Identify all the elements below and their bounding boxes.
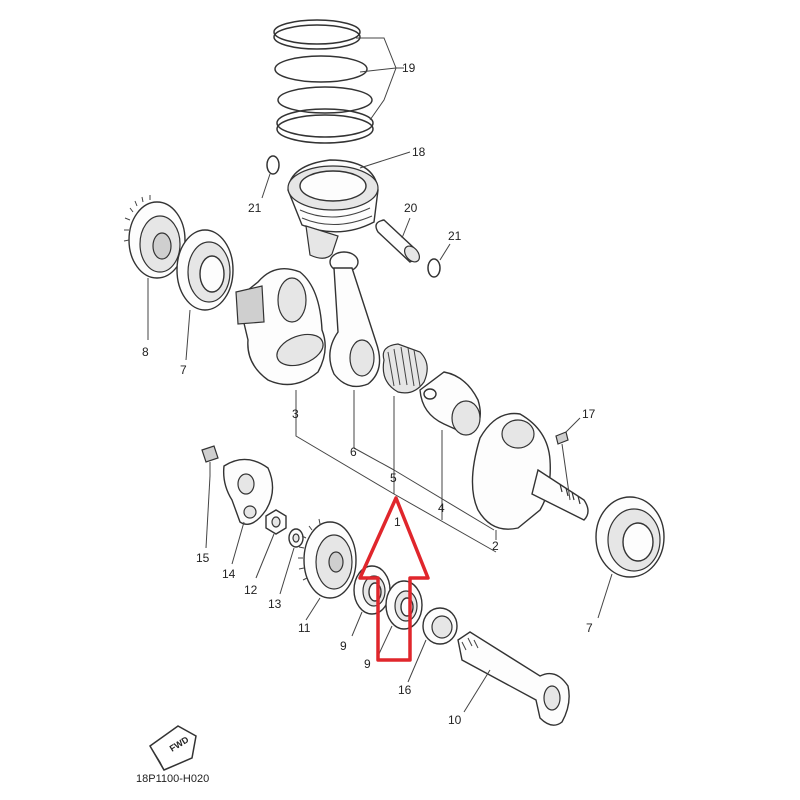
label-17: 17	[582, 407, 596, 421]
label-1: 1	[394, 515, 401, 529]
label-9a: 9	[340, 639, 347, 653]
crank-bearing-left[interactable]	[176, 229, 234, 311]
label-9b: 9	[364, 657, 371, 671]
crank-pin[interactable]	[419, 371, 481, 436]
needle-bearing[interactable]	[382, 343, 428, 394]
label-5: 5	[390, 471, 397, 485]
crank-bearing-right[interactable]	[595, 496, 665, 578]
timing-gear[interactable]	[123, 195, 186, 279]
nut[interactable]	[265, 509, 287, 535]
diagram-code: 18P1100-H020	[136, 773, 209, 785]
label-15: 15	[196, 551, 210, 565]
crank-web-right[interactable]	[471, 412, 589, 530]
balancer-bearing-right[interactable]	[385, 580, 423, 630]
piston[interactable]	[287, 159, 379, 259]
balancer-shaft[interactable]	[457, 631, 570, 726]
highlight-arrow	[358, 496, 430, 662]
forward-direction-badge: FWD	[149, 725, 197, 771]
label-4: 4	[438, 501, 445, 515]
label-14: 14	[222, 567, 236, 581]
label-21b: 21	[448, 229, 462, 243]
balancer-bearing-left[interactable]	[353, 565, 391, 615]
label-11: 11	[298, 621, 311, 635]
label-16: 16	[398, 683, 412, 697]
label-8: 8	[142, 345, 149, 359]
label-7a: 7	[180, 363, 187, 377]
bolt[interactable]	[201, 445, 219, 476]
balancer-plate[interactable]	[222, 458, 274, 525]
part-labels: 19 18 21 20 21 8 7 3 6 5 4 1 2 17 7 15 1…	[142, 61, 596, 727]
piston-pin-clip-left[interactable]	[266, 155, 280, 175]
label-21a: 21	[248, 201, 262, 215]
piston-rings[interactable]	[273, 19, 374, 144]
label-7b: 7	[586, 621, 593, 635]
lock-washer[interactable]	[288, 528, 304, 548]
label-18: 18	[412, 145, 426, 159]
connecting-rod[interactable]	[329, 251, 381, 388]
piston-pin-clip-right[interactable]	[427, 258, 441, 278]
label-13: 13	[268, 597, 282, 611]
piston-pin[interactable]	[375, 219, 422, 265]
crank-web-left[interactable]	[235, 268, 327, 386]
label-10: 10	[448, 713, 462, 727]
balancer-gear[interactable]	[298, 518, 357, 599]
label-6: 6	[350, 445, 357, 459]
label-3: 3	[292, 407, 299, 421]
label-19: 19	[402, 61, 416, 75]
label-12: 12	[244, 583, 258, 597]
woodruff-key[interactable]	[555, 431, 569, 445]
label-20: 20	[404, 201, 418, 215]
label-2: 2	[492, 539, 499, 553]
collar[interactable]	[422, 607, 458, 645]
